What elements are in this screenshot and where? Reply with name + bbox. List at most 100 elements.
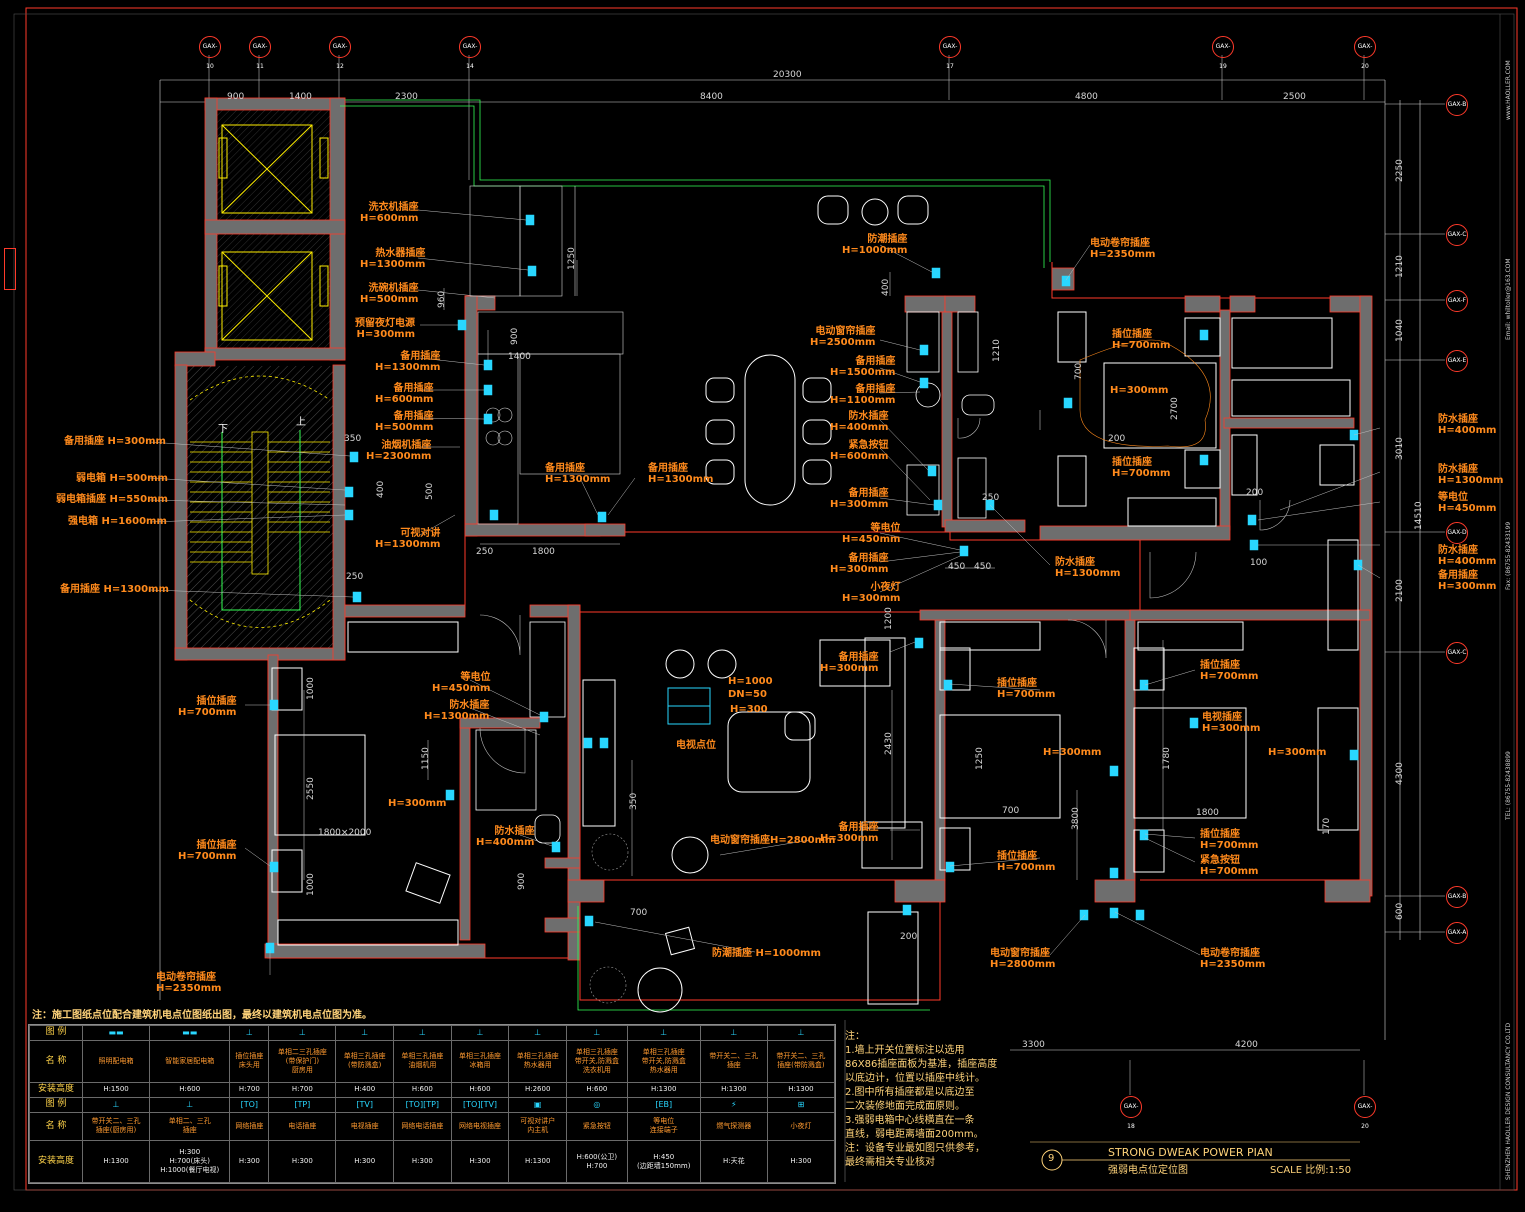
legend-name: 可视对讲户 内主机: [508, 1111, 568, 1142]
dimension: 4300: [1395, 762, 1405, 785]
legend-symbol: [TP]: [268, 1096, 337, 1113]
legend-name: 单相三孔插座 冰箱用: [450, 1039, 510, 1083]
annotation-tv-pipe: DN=50: [728, 689, 767, 700]
note-line: 3.强弱电箱中心线横直在一条: [845, 1115, 975, 1126]
dimension: 900: [227, 92, 245, 102]
drawing-scale: SCALE 比例:1:50: [1270, 1165, 1352, 1176]
legend-height: H:1500: [81, 1081, 151, 1098]
dimension: 2250: [1395, 159, 1405, 182]
legend-height: H:300: [450, 1140, 510, 1183]
bed-size: 200: [1108, 434, 1126, 444]
grid-bubble-bottom: GAX-20: [1354, 1096, 1376, 1130]
legend-symbol: ◎: [566, 1096, 628, 1113]
annotation-height: H=300mm: [1110, 385, 1169, 396]
annotation-weak-box: 弱电箱 H=500mm: [76, 473, 168, 484]
dimension: 1250: [975, 747, 985, 770]
grid-bubble-right: GAX-F: [1446, 290, 1468, 312]
legend-name: 紧急按钮: [566, 1111, 628, 1142]
dimension: 250: [982, 493, 1000, 503]
company-fax: Fax: (86755-82433199: [1505, 521, 1512, 590]
grid-bubble-top: GAX-14: [459, 36, 481, 70]
dimension: 700: [1074, 362, 1084, 380]
legend-symbol: ⊥: [508, 1025, 568, 1041]
dimension: 450: [948, 562, 966, 572]
grid-bubble-top: GAX-20: [1354, 36, 1376, 70]
legend-name: 单相三孔插座 带开关,防溅盒 洗衣机用: [566, 1039, 628, 1083]
dimension: 1150: [421, 747, 431, 770]
legend-height: H:300: [335, 1140, 395, 1183]
master-bedroom-furniture: [1057, 311, 1355, 527]
legend-symbol: [TO][TP]: [393, 1096, 452, 1113]
legend-height: H:300: [229, 1140, 270, 1183]
dimension: 900: [517, 872, 527, 890]
annotation-socket: 备用插座 H=1300mm: [60, 584, 169, 595]
legend-height: H:600: [393, 1081, 452, 1098]
legend-height: H:700: [268, 1081, 337, 1098]
note-line: 2.图中所有插座都是以底边至: [845, 1087, 975, 1098]
legend-symbol: ⊥: [699, 1025, 768, 1041]
legend-height: H:天花: [699, 1140, 768, 1183]
legend-symbol: ⊥: [566, 1025, 628, 1041]
legend-symbol: ⊥: [766, 1025, 836, 1041]
legend-height: H:1300: [699, 1081, 768, 1098]
legend-row-label: 图 例: [29, 1096, 83, 1113]
dimension: 1200: [884, 607, 894, 630]
legend-name: 电视插座: [335, 1111, 395, 1142]
legend-symbol: ▬▬: [149, 1025, 231, 1041]
dimension: 8400: [700, 92, 723, 102]
annotation-curtain-socket: 电动窗帘插座H=2800mm: [710, 835, 836, 846]
legend-symbol: ⊥: [626, 1025, 701, 1041]
company-email: Email: whiltoller@163.COM: [1505, 258, 1512, 340]
bedroom-left-furniture: [271, 621, 459, 946]
legend-symbol: [EB]: [626, 1096, 701, 1113]
dimension: 1210: [1395, 255, 1405, 278]
company-website: www.HAOLLER.COM: [1505, 60, 1512, 120]
legend-row-label: 图 例: [29, 1025, 83, 1041]
dimension: 200: [1246, 488, 1264, 498]
grid-bubble-top: GAX-10: [199, 36, 221, 70]
dimension: 3300: [1022, 1040, 1045, 1050]
legend-name: 照明配电箱: [81, 1039, 151, 1083]
legend-height: H:1300: [508, 1140, 568, 1183]
legend-symbol: ⊥: [268, 1025, 337, 1041]
bedroom-right-furniture: [1133, 539, 1359, 873]
dimension: 250: [346, 572, 364, 582]
legend-height: H:1300: [626, 1081, 701, 1098]
dimension: 1000: [306, 677, 316, 700]
bed-size: 1800: [1196, 808, 1219, 818]
svg-text:下: 下: [218, 424, 228, 435]
svg-text:上: 上: [296, 416, 306, 428]
legend-name: 带开关二、三孔 插座(带防溅盒): [766, 1039, 836, 1083]
annotation-socket: 备用插座 H=300mm: [64, 436, 166, 447]
legend-name: 电话插座: [268, 1111, 337, 1142]
annotation-height: H=300mm: [388, 798, 447, 809]
legend-symbol: ⊥: [450, 1025, 510, 1041]
socket-symbols: [265, 214, 1363, 954]
grid-bubble-top: GAX-12: [329, 36, 351, 70]
living-room-furniture: [582, 637, 923, 1013]
legend-symbol: ⊥: [229, 1025, 270, 1041]
legend-name: 单相二、三孔 插座: [149, 1111, 231, 1142]
legend-name: 带开关二、三孔 插座(厨房用): [81, 1111, 151, 1142]
dimension: 500: [425, 482, 435, 500]
legend-symbol: [TV]: [335, 1096, 395, 1113]
dimension: 400: [376, 480, 386, 498]
